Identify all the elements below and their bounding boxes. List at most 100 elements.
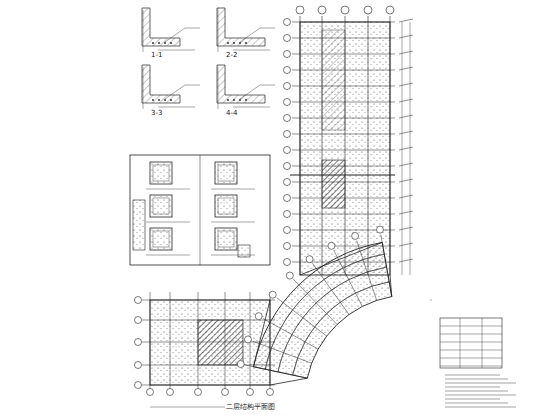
rebar-dot [245,42,247,44]
drawing-line [430,300,432,301]
axis-bubble [255,313,262,320]
drawing-rect [238,245,250,257]
axis-bubble [222,389,229,396]
drawing-line [300,242,382,275]
drawing-line [445,403,508,404]
rebar-dot [170,99,172,101]
axis-bubble [269,291,276,298]
axis-bubble [284,115,291,122]
drawing-rect [150,162,172,184]
drawing-line [143,67,144,109]
axis-bubble [286,272,293,279]
drawing-line [158,50,195,51]
drawing-line [253,341,312,363]
drawing-line [165,85,185,99]
axis-bubble [267,389,274,396]
drawing-line [312,263,349,314]
rebar-dot [227,99,229,101]
rebar-dot [227,42,229,44]
drawing-line [402,22,403,275]
drawing-rect [322,30,345,130]
rebar-dot [152,42,154,44]
drawing-line [399,243,413,246]
drawing-line [293,279,337,324]
drawing-rect [153,165,169,181]
drawing-line [143,10,144,52]
axis-bubble [284,147,291,154]
drawing-line [260,85,275,86]
axis-bubble [135,382,142,389]
wall-section [217,8,265,46]
drawing-line [440,342,502,343]
axis-bubble [376,226,383,233]
drawing-line [277,298,327,336]
axis-bubble [247,389,254,396]
drawing-rect [153,198,169,214]
drawing-line [399,195,413,198]
axis-bubble [135,362,142,369]
drawing-line [218,67,219,109]
drawing-line [440,334,502,335]
wall-section [142,65,180,103]
rebar-dot [152,99,154,101]
drawing-line [390,16,391,275]
drawing-rect [440,318,502,368]
drawing-line [399,51,413,54]
drawing-line [399,259,413,262]
wall-section [217,65,265,103]
drawing-line [399,163,413,166]
axis-bubble [167,389,174,396]
drawing-line [399,99,413,102]
axis-bubble [364,6,372,14]
drawing-rect [153,231,169,247]
rebar-dot [164,42,166,44]
rebar-dot [158,99,160,101]
drawing-line [218,10,219,52]
drawing-line [211,189,255,190]
drawing-line [246,365,308,378]
axis-bubble [284,51,291,58]
drawing-line [146,189,190,190]
axis-bubble [284,83,291,90]
rebar-dot [239,42,241,44]
drawing-line [399,67,413,70]
rebar-dot [170,42,172,44]
drawing-line [240,85,260,99]
drawing-line [300,16,301,275]
drawing-line [445,399,500,400]
axis-bubble [386,6,394,14]
section-details [142,8,275,109]
drawing-rect [130,155,270,265]
axis-bubble [284,195,291,202]
drawing-line [211,222,255,223]
drawing-line [334,250,363,306]
drawing-line [240,28,260,42]
rebar-dot [245,99,247,101]
drawing-line [233,107,270,108]
fan-slab [253,242,391,378]
drawing-line [399,83,413,86]
drawing-line [292,134,395,135]
axis-bubble [284,259,291,266]
drawing-line [399,131,413,134]
drawing-line [445,383,516,384]
axis-bubble [284,19,291,26]
drawing-line [260,28,275,29]
axis-bubble [318,6,326,14]
drawing-line [410,22,411,275]
drawing-line [482,318,483,368]
axis-bubble [284,99,291,106]
drawing-line [399,19,413,22]
drawing-rect [198,320,243,365]
drawing-line [399,179,413,182]
axis-bubble [284,243,291,250]
drawing-line [399,211,413,214]
axis-bubble [237,361,244,368]
axis-bubble [284,227,291,234]
axis-bubble [135,317,142,324]
drawing-line [146,222,190,223]
drawing-line [399,227,413,230]
axis-bubble [306,256,313,263]
axis-bubble [147,389,154,396]
